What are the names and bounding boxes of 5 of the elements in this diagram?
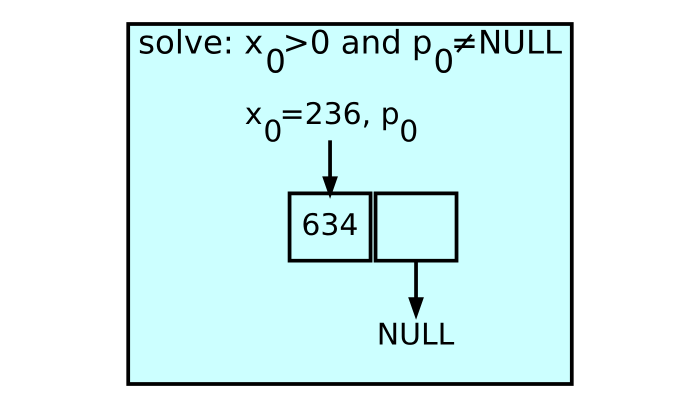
node-box [374, 191, 458, 262]
arrow [322, 140, 338, 198]
node-text: NULL [376, 316, 454, 352]
node-box: 634 [288, 191, 372, 262]
arrow [408, 260, 424, 320]
